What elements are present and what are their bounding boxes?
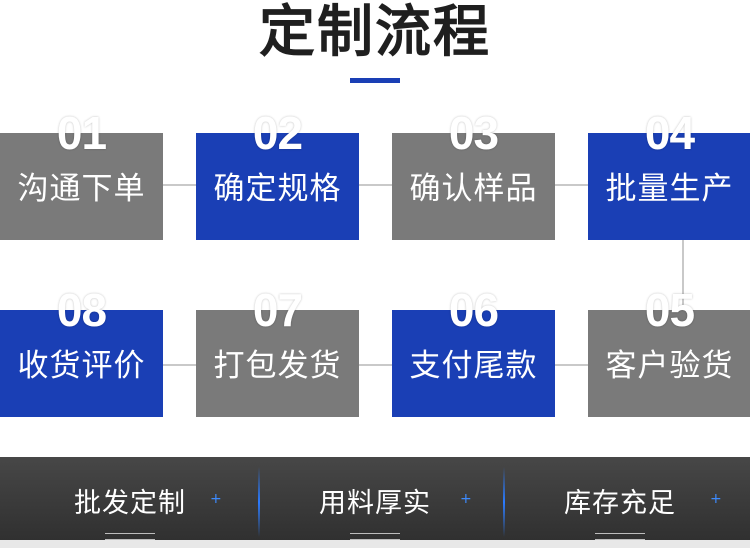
connector-06-07: [359, 364, 392, 366]
step-label: 批量生产: [605, 171, 734, 207]
step-number: 05: [644, 284, 695, 336]
feature-label: 用料厚实: [319, 488, 431, 519]
feature-item-stock: 库存充足 +: [500, 457, 740, 548]
step-number: 06: [448, 284, 499, 336]
plus-icon: +: [460, 491, 472, 507]
step-label: 确定规格: [213, 171, 342, 207]
step-label: 支付尾款: [409, 348, 538, 384]
title-underline: [350, 78, 400, 83]
step-02: 02 确定规格: [196, 107, 359, 240]
step-label: 打包发货: [213, 348, 342, 384]
double-line-divider: [595, 533, 645, 540]
connector-05-06: [555, 364, 588, 366]
step-08: 08 收货评价: [0, 284, 163, 417]
step-label: 确认样品: [409, 171, 538, 207]
step-number: 08: [56, 284, 107, 336]
step-label: 收货评价: [17, 348, 146, 384]
connector-04-05: [682, 240, 684, 310]
step-number: 01: [56, 107, 107, 159]
plus-icon: +: [710, 491, 722, 507]
step-number: 03: [448, 107, 499, 159]
page-title: 定制流程: [259, 0, 491, 65]
step-05: 05 客户验货: [588, 284, 750, 417]
step-number: 07: [252, 284, 303, 336]
vertical-divider: [503, 467, 505, 537]
feature-item-wholesale: 批发定制 +: [10, 457, 250, 548]
connector-01-02: [163, 184, 196, 186]
feature-bar: 批发定制 + 用料厚实 + 库存充足 +: [0, 457, 750, 548]
step-06: 06 支付尾款: [392, 284, 555, 417]
step-label: 沟通下单: [17, 171, 146, 207]
step-number: 04: [644, 107, 695, 159]
step-04: 04 批量生产: [588, 107, 750, 240]
feature-label: 库存充足: [564, 488, 676, 519]
connector-02-03: [359, 184, 392, 186]
feature-label: 批发定制: [74, 488, 186, 519]
feature-item-material: 用料厚实 +: [255, 457, 495, 548]
double-line-divider: [350, 533, 400, 540]
step-number: 02: [252, 107, 303, 159]
connector-03-04: [555, 184, 588, 186]
plus-icon: +: [210, 491, 222, 507]
double-line-divider: [105, 533, 155, 540]
step-01: 01 沟通下单: [0, 107, 163, 240]
step-label: 客户验货: [605, 348, 734, 384]
step-07: 07 打包发货: [196, 284, 359, 417]
bottom-strip: [0, 540, 750, 548]
vertical-divider: [258, 467, 260, 537]
connector-07-08: [163, 364, 196, 366]
step-03: 03 确认样品: [392, 107, 555, 240]
